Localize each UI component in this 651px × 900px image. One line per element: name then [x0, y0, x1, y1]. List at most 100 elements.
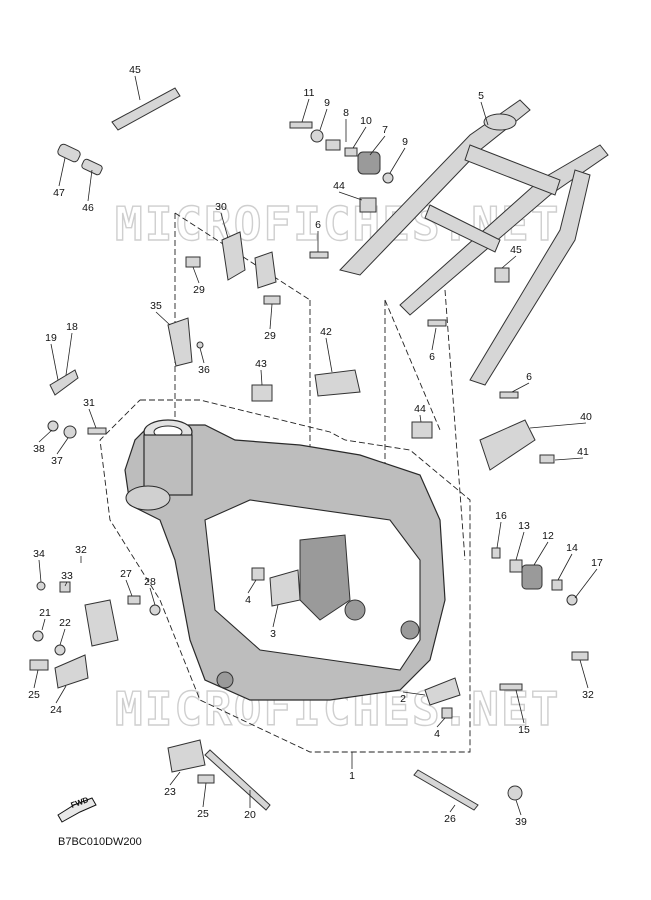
leader-line — [515, 689, 525, 724]
leader-line — [515, 799, 522, 816]
leader-line — [65, 332, 73, 376]
leader-line — [149, 587, 156, 606]
leader-line — [202, 782, 207, 808]
leader-line — [58, 157, 66, 187]
leader-line — [56, 437, 69, 455]
part-number-label: 24 — [50, 704, 62, 716]
part-number-label: 34 — [33, 548, 45, 560]
part-number-label: 32 — [582, 689, 594, 701]
leader-line — [59, 628, 66, 646]
part-number-label: 4 — [245, 594, 251, 606]
part-number-label: 29 — [264, 330, 276, 342]
leader-line — [449, 804, 456, 813]
part-number-label: 20 — [244, 809, 256, 821]
main-frame — [124, 419, 446, 701]
part-number-label: 5 — [478, 90, 484, 102]
leader-line — [533, 541, 549, 566]
leader-line — [579, 659, 589, 689]
leader-line — [38, 559, 42, 583]
part-number-label: 41 — [577, 446, 589, 458]
part-number-label: 9 — [324, 97, 330, 109]
part-number-label: 18 — [66, 321, 78, 333]
rear-subframe — [339, 99, 609, 386]
part-number-label: 37 — [51, 455, 63, 467]
part-number-label: 42 — [320, 326, 332, 338]
part-number-label: 7 — [382, 124, 388, 136]
part-number-label: 25 — [28, 689, 40, 701]
part-number-label: 12 — [542, 530, 554, 542]
leader-line — [269, 303, 273, 330]
leader-line — [402, 691, 426, 696]
part-number-label: 44 — [414, 403, 426, 415]
part-number-label: 26 — [444, 813, 456, 825]
part-number-labels: 1234456667899101112131415161718192021222… — [28, 64, 603, 828]
leader-line — [431, 327, 437, 351]
part-number-label: 39 — [515, 816, 527, 828]
part-number-label: 32 — [75, 544, 87, 556]
leader-line — [50, 343, 59, 381]
leader-line — [419, 414, 422, 423]
part-number-label: 2 — [400, 693, 406, 705]
frame-outline-dashed — [99, 212, 471, 753]
part-number-label: 35 — [150, 300, 162, 312]
part-number-label: 28 — [144, 576, 156, 588]
leader-line — [38, 429, 53, 443]
leader-line — [352, 126, 367, 149]
leader-line — [260, 369, 263, 386]
leader-line — [64, 581, 68, 587]
part-number-label: 23 — [164, 786, 176, 798]
part-number-label: 6 — [526, 371, 532, 383]
part-number-label: 46 — [82, 202, 94, 214]
leader-line — [554, 457, 584, 461]
part-number-label: 22 — [59, 617, 71, 629]
leader-line — [338, 191, 363, 201]
drawing-code: B7BC010DW200 — [58, 836, 142, 848]
part-number-label: 27 — [120, 568, 132, 580]
small-parts — [29, 87, 589, 811]
leader-line — [501, 255, 517, 269]
leader-line — [272, 604, 279, 628]
part-number-label: 4 — [434, 728, 440, 740]
part-number-label: 43 — [255, 358, 267, 370]
part-number-label: 1 — [349, 770, 355, 782]
fwd-arrow-icon: FWD — [57, 795, 97, 823]
part-number-label: 11 — [304, 87, 315, 99]
part-number-label: 38 — [33, 443, 45, 455]
part-number-label: 29 — [193, 284, 205, 296]
leader-line — [247, 579, 257, 594]
leader-line — [220, 212, 229, 239]
part-number-label: 47 — [53, 187, 65, 199]
leader-line — [125, 579, 133, 597]
leader-line — [480, 101, 489, 126]
leader-lines — [33, 75, 598, 816]
leader-line — [325, 337, 333, 373]
part-number-label: 6 — [315, 219, 321, 231]
leader-line — [134, 75, 141, 101]
leader-line — [301, 98, 310, 123]
part-number-label: 16 — [495, 510, 507, 522]
part-number-label: 36 — [198, 364, 210, 376]
part-number-label: 21 — [39, 607, 51, 619]
leader-line — [557, 553, 573, 581]
leader-line — [155, 311, 171, 326]
part-number-label: 45 — [129, 64, 141, 76]
part-number-label: 44 — [333, 180, 345, 192]
part-number-label: 15 — [518, 724, 530, 736]
leader-line — [199, 347, 205, 364]
part-number-label: 3 — [270, 628, 276, 640]
part-number-label: 8 — [343, 107, 349, 119]
part-number-label: 13 — [518, 520, 530, 532]
part-number-label: 40 — [580, 411, 592, 423]
part-number-label: 19 — [45, 332, 57, 344]
part-number-label: 6 — [429, 351, 435, 363]
part-number-label: 25 — [197, 808, 209, 820]
leader-line — [369, 135, 386, 156]
leader-line — [88, 408, 97, 429]
part-number-label: 33 — [61, 570, 73, 582]
leader-line — [87, 169, 93, 202]
leader-line — [319, 108, 328, 131]
leader-line — [389, 147, 406, 174]
leader-line — [169, 771, 181, 786]
part-number-label: 45 — [510, 244, 522, 256]
